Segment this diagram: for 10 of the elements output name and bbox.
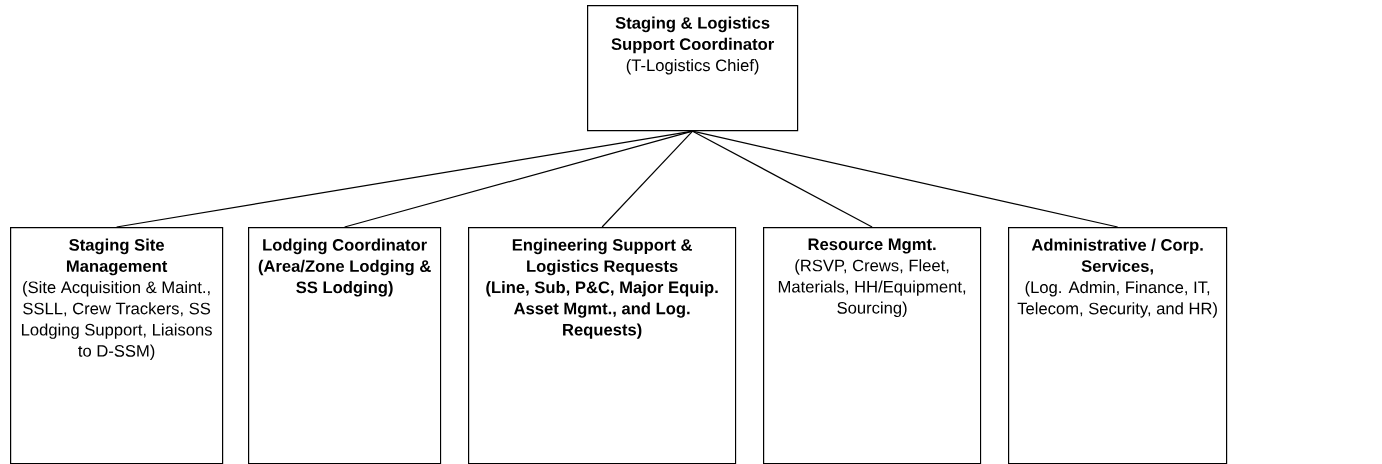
connector-line	[692, 130, 1119, 228]
connector-line	[692, 130, 873, 228]
connector-line	[601, 130, 694, 228]
team-box: Lodging Coordinator (Area/Zone Lodging & SS Lodging)	[248, 227, 442, 464]
connector-line	[344, 130, 694, 228]
team-box: Administrative / Corp. Services, (Log. Admin, Finance, IT, Telecom, Security, and HR)	[1008, 227, 1228, 464]
coordinator-box: Staging & Logistics Support Coordinator (T-Logistics Chief)	[587, 5, 799, 132]
team-box: Resource Mgmt. (RSVP, Crews, Fleet, Materials, HH/Equipment, Sourcing)	[763, 227, 982, 464]
team-box: Staging Site Management (Site Acquisition & Maint., SSLL, Crew Trackers, SS Lodging Support, Liaisons to D-SSM)	[10, 227, 224, 464]
team-box: Engineering Support & Logistics Requests (Line, Sub, P&C, Major Equip. Asset Mgmt., and Log. Requests)	[468, 227, 737, 464]
